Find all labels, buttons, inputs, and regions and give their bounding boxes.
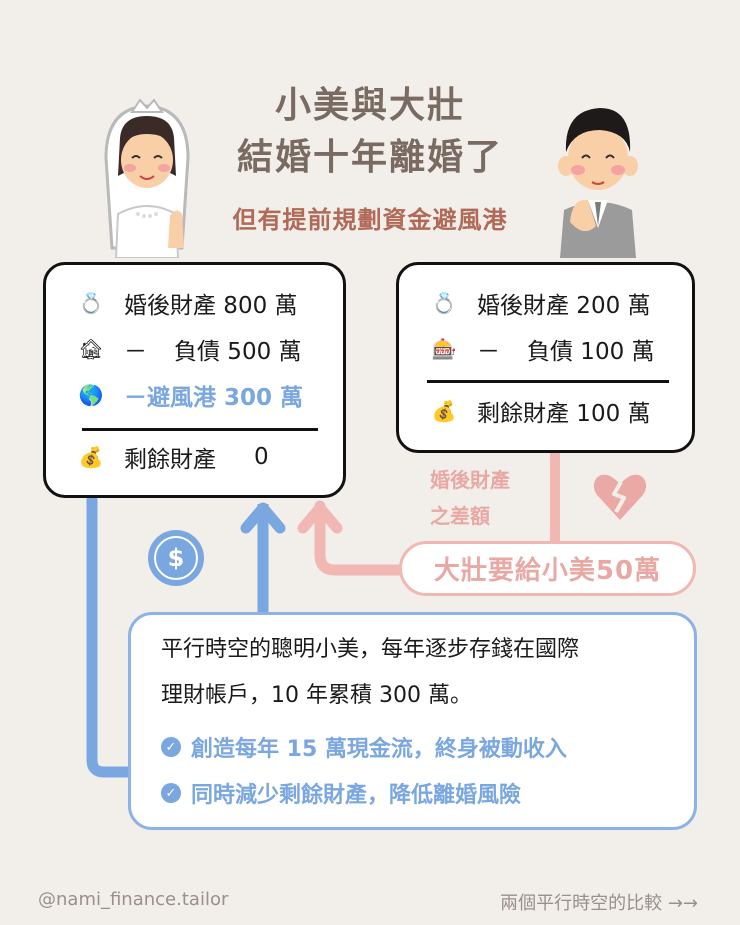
left-row-safe-haven: 🌎 －避風港 300 萬 <box>76 375 303 415</box>
payment-pill: 大壯要給小美50萬 <box>399 541 696 596</box>
money-bag-icon: 💰 <box>78 445 104 469</box>
title-line-2: 結婚十年離婚了 <box>236 137 503 178</box>
ring-icon: 💍 <box>78 291 104 315</box>
right-row-debt: 🎰 － 負債 100 萬 <box>429 329 655 369</box>
check-circle-icon: ✓ <box>161 783 181 803</box>
benefit-item: ✓ 同時減少剩餘財產，降低離婚風險 <box>161 777 521 809</box>
right-row-remaining: 💰 剩餘財產 100 萬 <box>429 391 651 431</box>
dazhuang-assets-card: 💍 婚後財產 200 萬 🎰 － 負債 100 萬 💰 剩餘財產 100 萬 <box>396 262 695 453</box>
bride-illustration <box>104 98 190 258</box>
left-row-remaining: 💰 剩餘財產 0 <box>76 437 269 477</box>
left-divider <box>82 428 318 431</box>
derelict-house-icon: 🏚 <box>78 337 104 361</box>
parallel-line-1: 平行時空的聰明小美，每年逐步存錢在國際 <box>161 637 580 662</box>
right-row-marital-assets: 💍 婚後財產 200 萬 <box>429 283 651 323</box>
difference-label-line2: 之差額 <box>430 504 490 528</box>
dollar-coin-icon: $ <box>148 530 204 586</box>
groom-illustration <box>558 108 638 258</box>
left-row-marital-assets: 💍 婚後財產 800 萬 <box>76 283 298 323</box>
benefit-item: ✓ 創造每年 15 萬現金流，終身被動收入 <box>161 731 567 763</box>
broken-heart-icon <box>593 474 647 520</box>
difference-label-line1: 婚後財產 <box>430 468 510 492</box>
money-bag-icon: 💰 <box>431 399 457 423</box>
title-line-1: 小美與大壯 <box>274 85 465 126</box>
account-handle: @nami_finance.tailor <box>38 889 229 910</box>
left-row-debt: 🏚 － 負債 500 萬 <box>76 329 301 369</box>
ring-icon: 💍 <box>431 291 457 315</box>
right-divider <box>427 380 669 383</box>
subtitle: 但有提前規劃資金避風港 <box>232 206 508 234</box>
parallel-universe-box: 平行時空的聰明小美，每年逐步存錢在國際 理財帳戶，10 年累積 300 萬。 ✓… <box>128 612 697 830</box>
xiaomei-assets-card: 💍 婚後財產 800 萬 🏚 － 負債 500 萬 🌎 －避風港 300 萬 💰… <box>43 262 346 498</box>
parallel-line-2: 理財帳戶，10 年累積 300 萬。 <box>161 683 472 708</box>
next-page-hint[interactable]: 兩個平行時空的比較 →→ <box>500 893 698 914</box>
globe-icon: 🌎 <box>78 383 104 407</box>
slot-machine-icon: 🎰 <box>431 337 457 361</box>
check-circle-icon: ✓ <box>161 737 181 757</box>
